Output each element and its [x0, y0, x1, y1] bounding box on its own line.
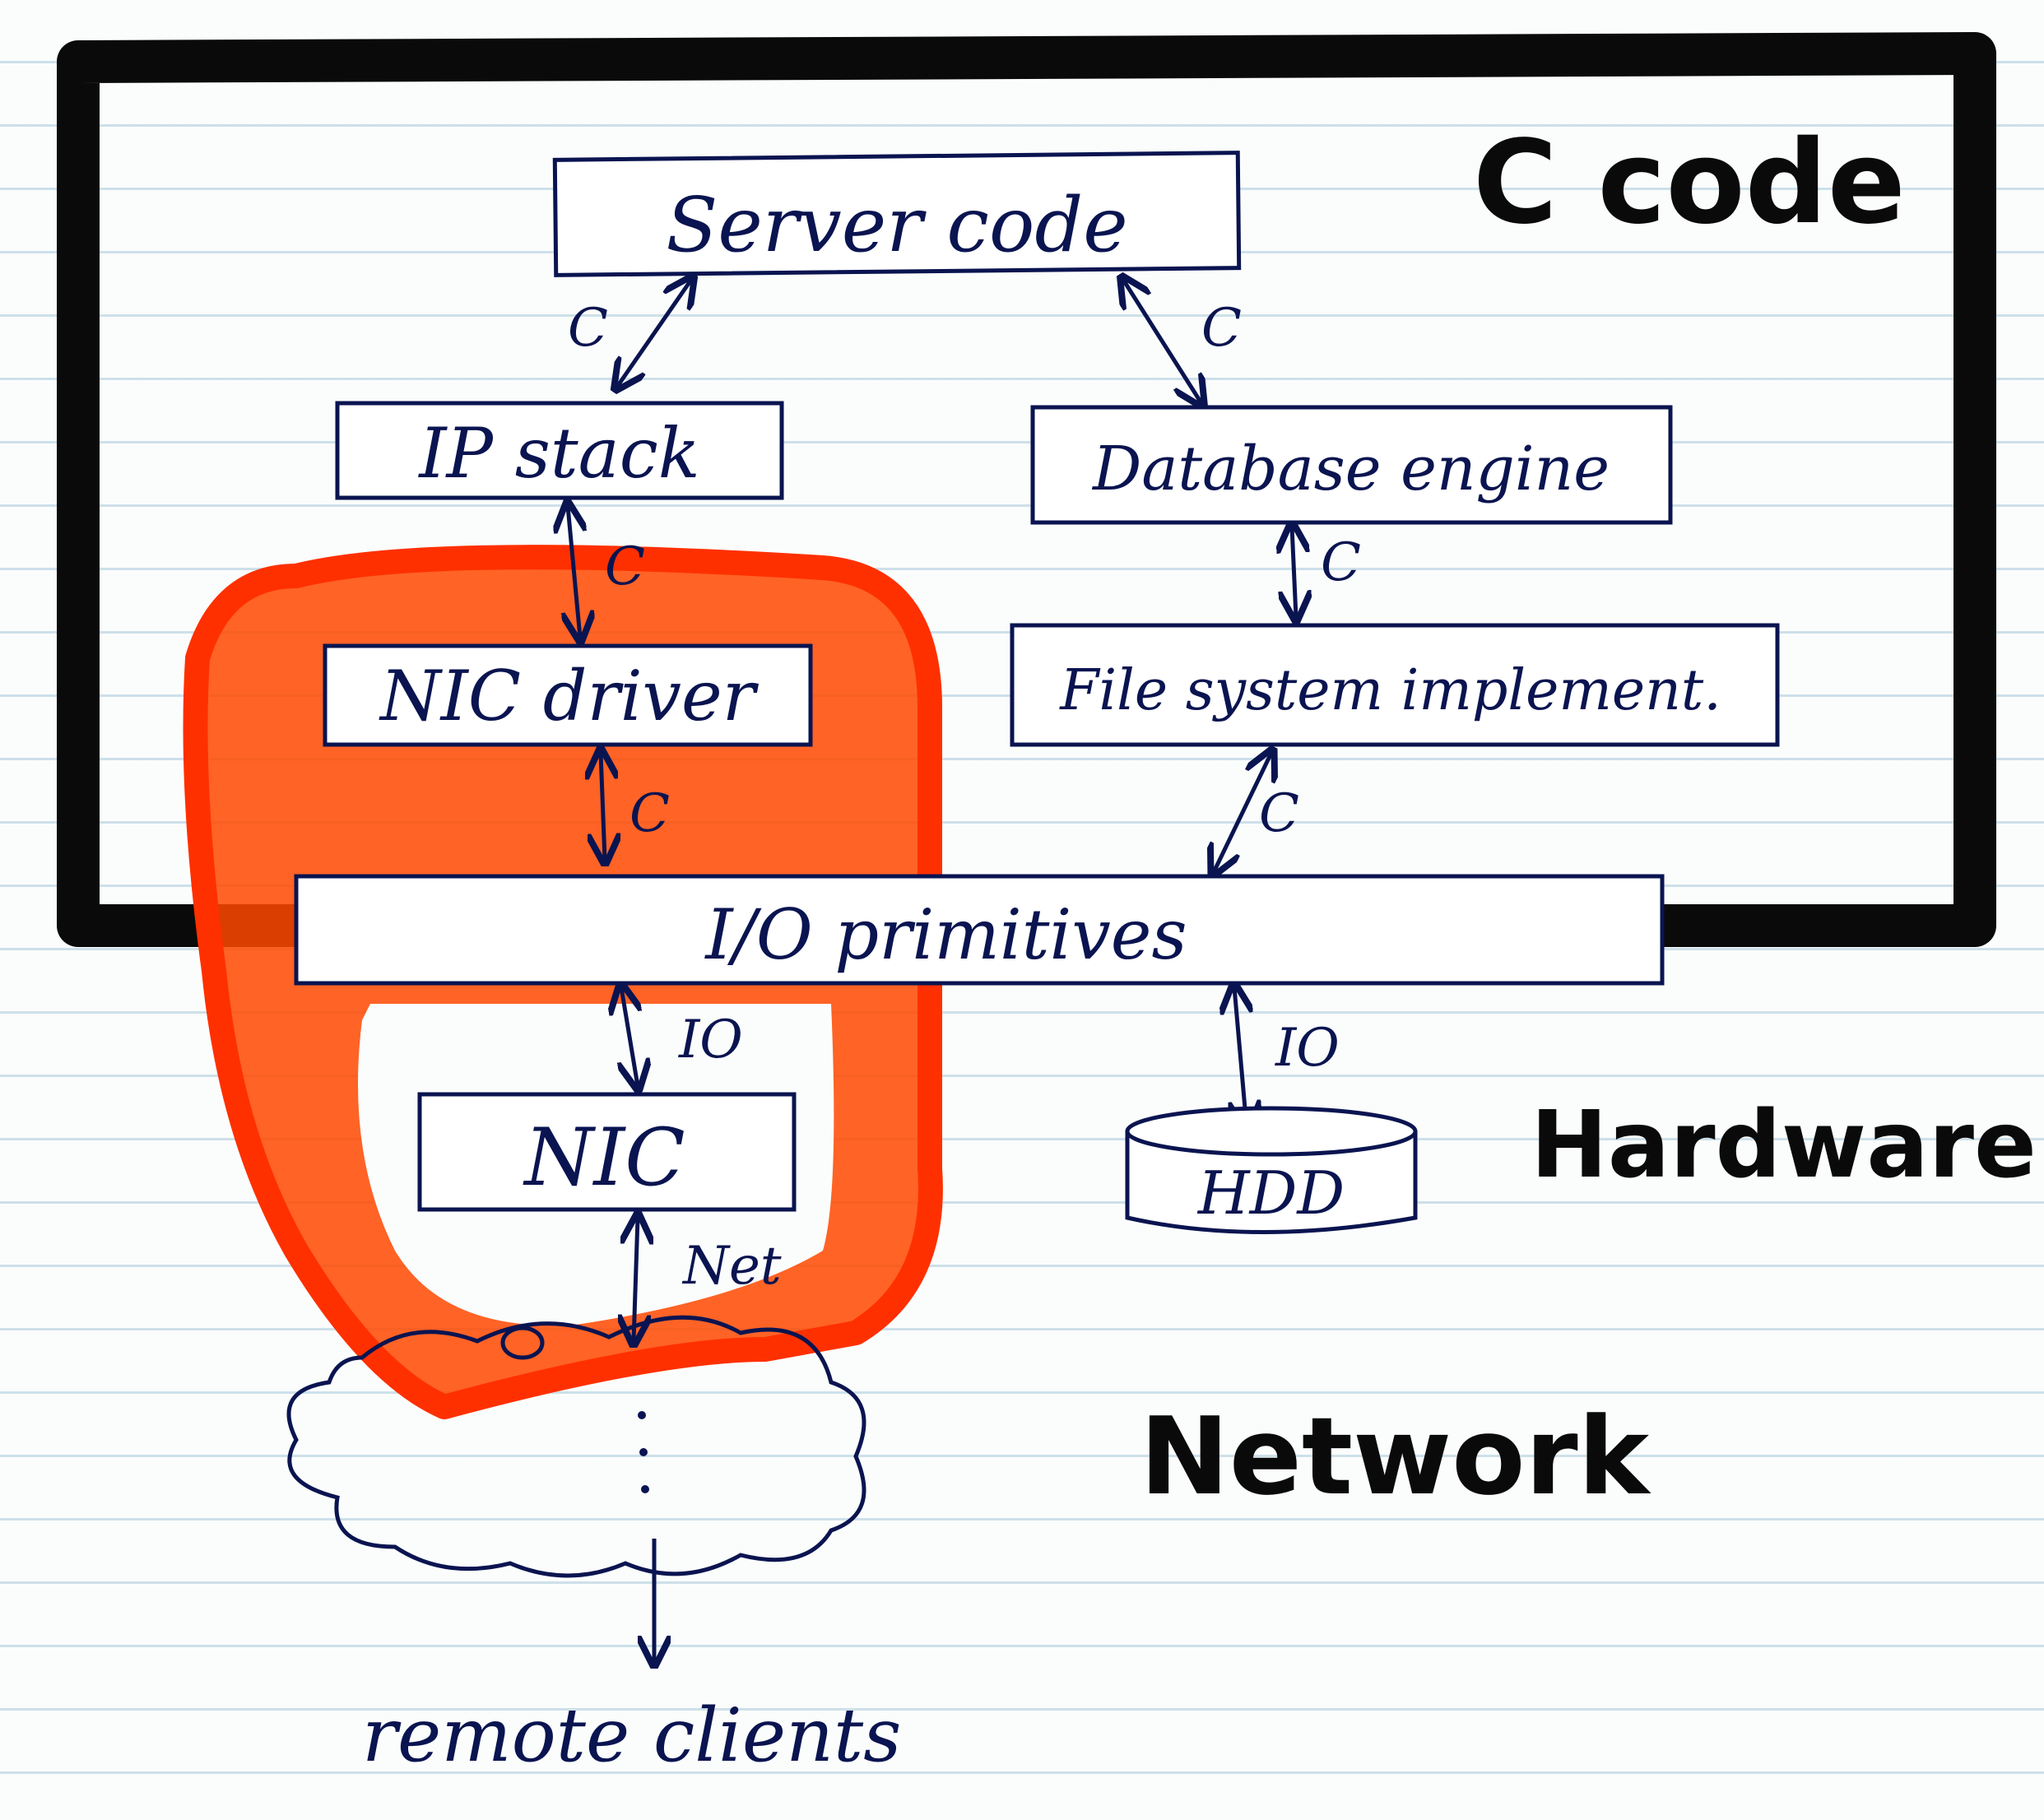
c-code-region-label: C code [1473, 116, 1906, 250]
remote-clients-label: remote clients [362, 1692, 901, 1779]
hardware-region-label: Hardware [1531, 1092, 2037, 1199]
nic-driver-box [323, 643, 813, 747]
hdd-cylinder [1125, 1106, 1418, 1234]
io-primitives-label: I/O primitives [704, 894, 1187, 975]
server-code-label: Server code [666, 181, 1127, 269]
edge-io-hdd [1234, 987, 1247, 1127]
edge-server-db [1123, 280, 1201, 403]
io-primitives-box [294, 874, 1665, 986]
file-system-box [1010, 623, 1780, 747]
edge-nic-net [634, 1218, 638, 1341]
edge-label-io-hdd: IO [1275, 1018, 1340, 1079]
edge-label-io-nic: IO [678, 1010, 743, 1070]
file-system-label: File system implement. [1058, 658, 1721, 723]
hdd-label: HDD [1196, 1158, 1345, 1228]
nic-box [417, 1092, 797, 1212]
ip-stack-label: IP stack [417, 413, 699, 494]
edge-ip-nic-driver [568, 506, 580, 638]
edge-label-fs-io: C [1259, 783, 1299, 844]
edge-label-server-ip: C [568, 298, 608, 359]
server-code-box [552, 151, 1242, 277]
ip-stack-box [335, 401, 784, 500]
edge-fs-io [1214, 753, 1271, 872]
nic-driver-label: NIC driver [379, 656, 760, 736]
edge-io-nic [621, 987, 638, 1086]
cloud-dots [638, 1411, 649, 1493]
edge-db-fs [1292, 527, 1296, 617]
network-cloud [286, 1315, 866, 1578]
nic-label: NIC [523, 1112, 685, 1204]
edge-nic-driver-io [601, 753, 605, 860]
cloud-bubble [500, 1326, 545, 1360]
edge-label-ip-nic-driver: C [605, 536, 645, 597]
database-engine-label: Database engine [1091, 434, 1610, 504]
database-engine-box [1030, 405, 1673, 525]
c-code-region-border [57, 32, 1996, 947]
edge-label-db-fs: C [1321, 532, 1361, 593]
edge-label-server-db: C [1201, 298, 1242, 359]
edge-label-nic-driver-io: C [629, 783, 670, 844]
edge-label-nic-net: Net [681, 1236, 782, 1297]
edge-server-ip [617, 280, 691, 387]
network-region-label: Network [1140, 1394, 1651, 1519]
